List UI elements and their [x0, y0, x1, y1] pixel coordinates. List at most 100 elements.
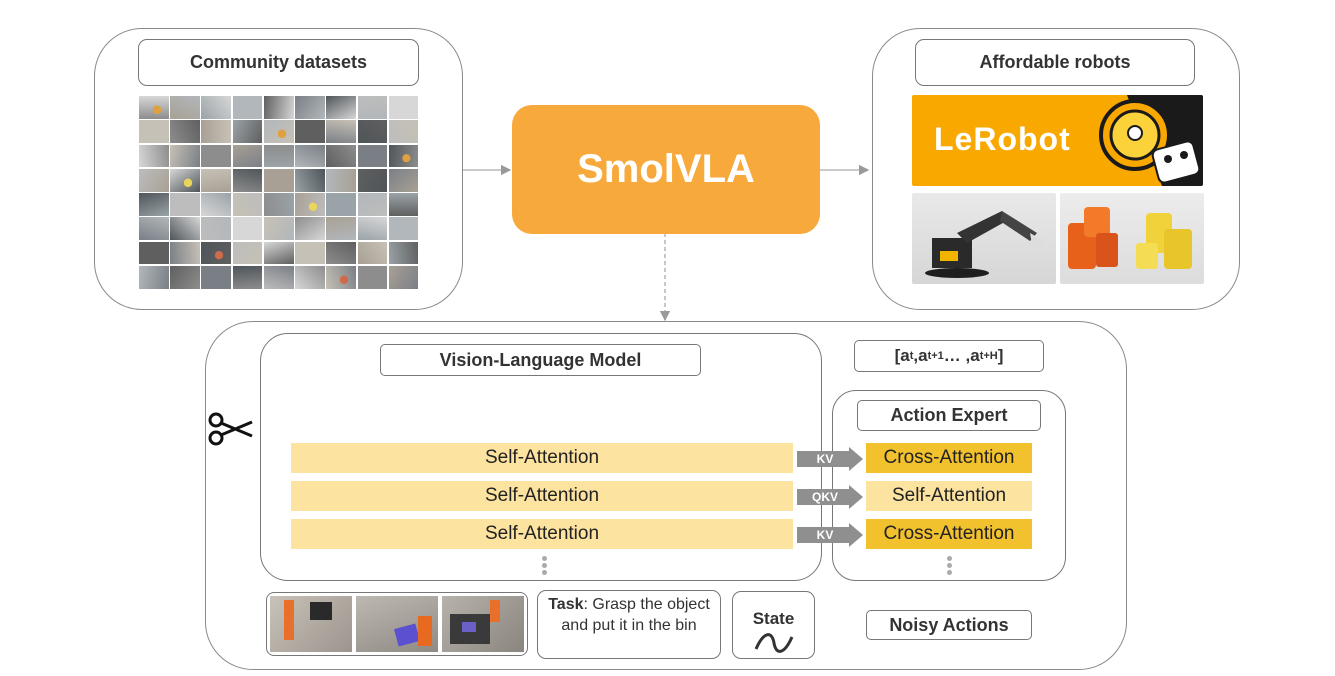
dataset-frame: [262, 167, 295, 193]
dataset-frame: [294, 240, 326, 266]
camera-view-2: [356, 596, 438, 652]
lerobot-banner: LeRobot: [912, 95, 1203, 186]
state-label: State: [752, 609, 795, 628]
vlm-layer-2: Self-Attention: [291, 481, 793, 511]
affordable-robots-title: Affordable robots: [915, 39, 1195, 86]
dataset-frame: [262, 95, 295, 120]
dataset-frame: [294, 167, 326, 193]
lerobot-logo-text: LeRobot: [934, 121, 1071, 157]
dataset-frame: [200, 95, 233, 120]
vlm-title: Vision-Language Model: [380, 344, 701, 376]
dataset-frame: [356, 192, 389, 217]
camera-view-1: [270, 596, 352, 652]
dataset-frame: [231, 95, 264, 120]
expert-layer-3: Cross-Attention: [866, 519, 1032, 549]
dataset-frame: [200, 216, 233, 241]
dataset-frame: [356, 119, 389, 144]
dataset-frame: [356, 216, 389, 241]
dataset-frame: [325, 192, 358, 217]
dataset-frame: [294, 192, 326, 217]
dataset-frame: [231, 240, 264, 266]
expert-layer-2: Self-Attention: [866, 481, 1032, 511]
lerobot-mascot-icon: [1099, 95, 1203, 186]
dataset-frame: [356, 95, 389, 120]
dataset-frame: [138, 167, 170, 193]
task-instruction-box: Task: Grasp the object and put it in the…: [537, 590, 721, 659]
action-expert-title: Action Expert: [857, 400, 1041, 431]
dataset-frame: [294, 264, 326, 289]
kv-arrow-3: KV: [797, 523, 863, 547]
dataset-frame: [200, 167, 233, 193]
camera-images-box: [266, 592, 528, 656]
dataset-frame: [387, 95, 419, 120]
expert-layer-1: Cross-Attention: [866, 443, 1032, 473]
dataset-frame: [138, 119, 170, 144]
dataset-frame: [200, 192, 233, 217]
kv-arrow-1: KV: [797, 447, 863, 471]
dataset-frame: [231, 264, 264, 289]
dataset-frame: [387, 143, 419, 169]
dataset-frame: [231, 192, 264, 217]
task-label: Task: [548, 596, 584, 613]
dataset-frame: [169, 95, 201, 120]
dataset-frame: [138, 192, 170, 217]
dataset-frame: [169, 264, 201, 289]
dataset-frame: [387, 240, 419, 266]
dataset-mosaic-image: [138, 95, 419, 289]
dataset-frame: [169, 240, 201, 266]
dataset-frame: [294, 143, 326, 169]
dataset-frame: [138, 216, 170, 241]
expert-more-layers-dots: [944, 554, 954, 577]
dataset-frame: [138, 143, 170, 169]
dataset-frame: [294, 95, 326, 120]
dataset-frame: [200, 240, 233, 266]
dataset-frame: [356, 264, 389, 289]
scissors-icon: [208, 412, 253, 446]
dataset-frame: [325, 264, 358, 289]
state-box: State: [732, 591, 815, 659]
dataset-frame: [138, 264, 170, 289]
noisy-actions-box: Noisy Actions: [866, 610, 1032, 640]
robot-arm-photo-black: [912, 193, 1056, 284]
dataset-frame: [387, 119, 419, 144]
robot-arm-photo-orange-yellow: [1060, 193, 1204, 284]
dataset-frame: [200, 264, 233, 289]
dataset-frame: [262, 119, 295, 144]
dataset-frame: [387, 216, 419, 241]
dataset-frame: [262, 264, 295, 289]
dataset-frame: [262, 240, 295, 266]
dataset-frame: [169, 119, 201, 144]
dataset-frame: [262, 143, 295, 169]
qkv-arrow-2: QKV: [797, 485, 863, 509]
dataset-frame: [169, 216, 201, 241]
community-datasets-title: Community datasets: [138, 39, 419, 86]
dataset-frame: [356, 240, 389, 266]
dataset-frame: [138, 240, 170, 266]
dataset-frame: [294, 216, 326, 241]
vlm-more-layers-dots: [539, 554, 549, 577]
dataset-frame: [169, 192, 201, 217]
dataset-frame: [325, 143, 358, 169]
vlm-layer-3: Self-Attention: [291, 519, 793, 549]
dataset-frame: [387, 192, 419, 217]
dataset-frame: [325, 95, 358, 120]
smolvla-box: SmolVLA: [512, 105, 820, 234]
dataset-frame: [200, 143, 233, 169]
dataset-frame: [231, 143, 264, 169]
dataset-frame: [356, 143, 389, 169]
dataset-frame: [387, 167, 419, 193]
dataset-frame: [262, 216, 295, 241]
dataset-frame: [262, 192, 295, 217]
dataset-frame: [325, 167, 358, 193]
dataset-frame: [138, 95, 170, 120]
vlm-layer-1: Self-Attention: [291, 443, 793, 473]
camera-view-3: [442, 596, 524, 652]
dataset-frame: [294, 119, 326, 144]
dataset-frame: [231, 167, 264, 193]
dataset-frame: [325, 216, 358, 241]
dataset-frame: [231, 119, 264, 144]
dataset-frame: [325, 119, 358, 144]
task-text: : Grasp the object and put it in the bin: [561, 596, 710, 634]
state-wave-icon: [754, 633, 793, 653]
